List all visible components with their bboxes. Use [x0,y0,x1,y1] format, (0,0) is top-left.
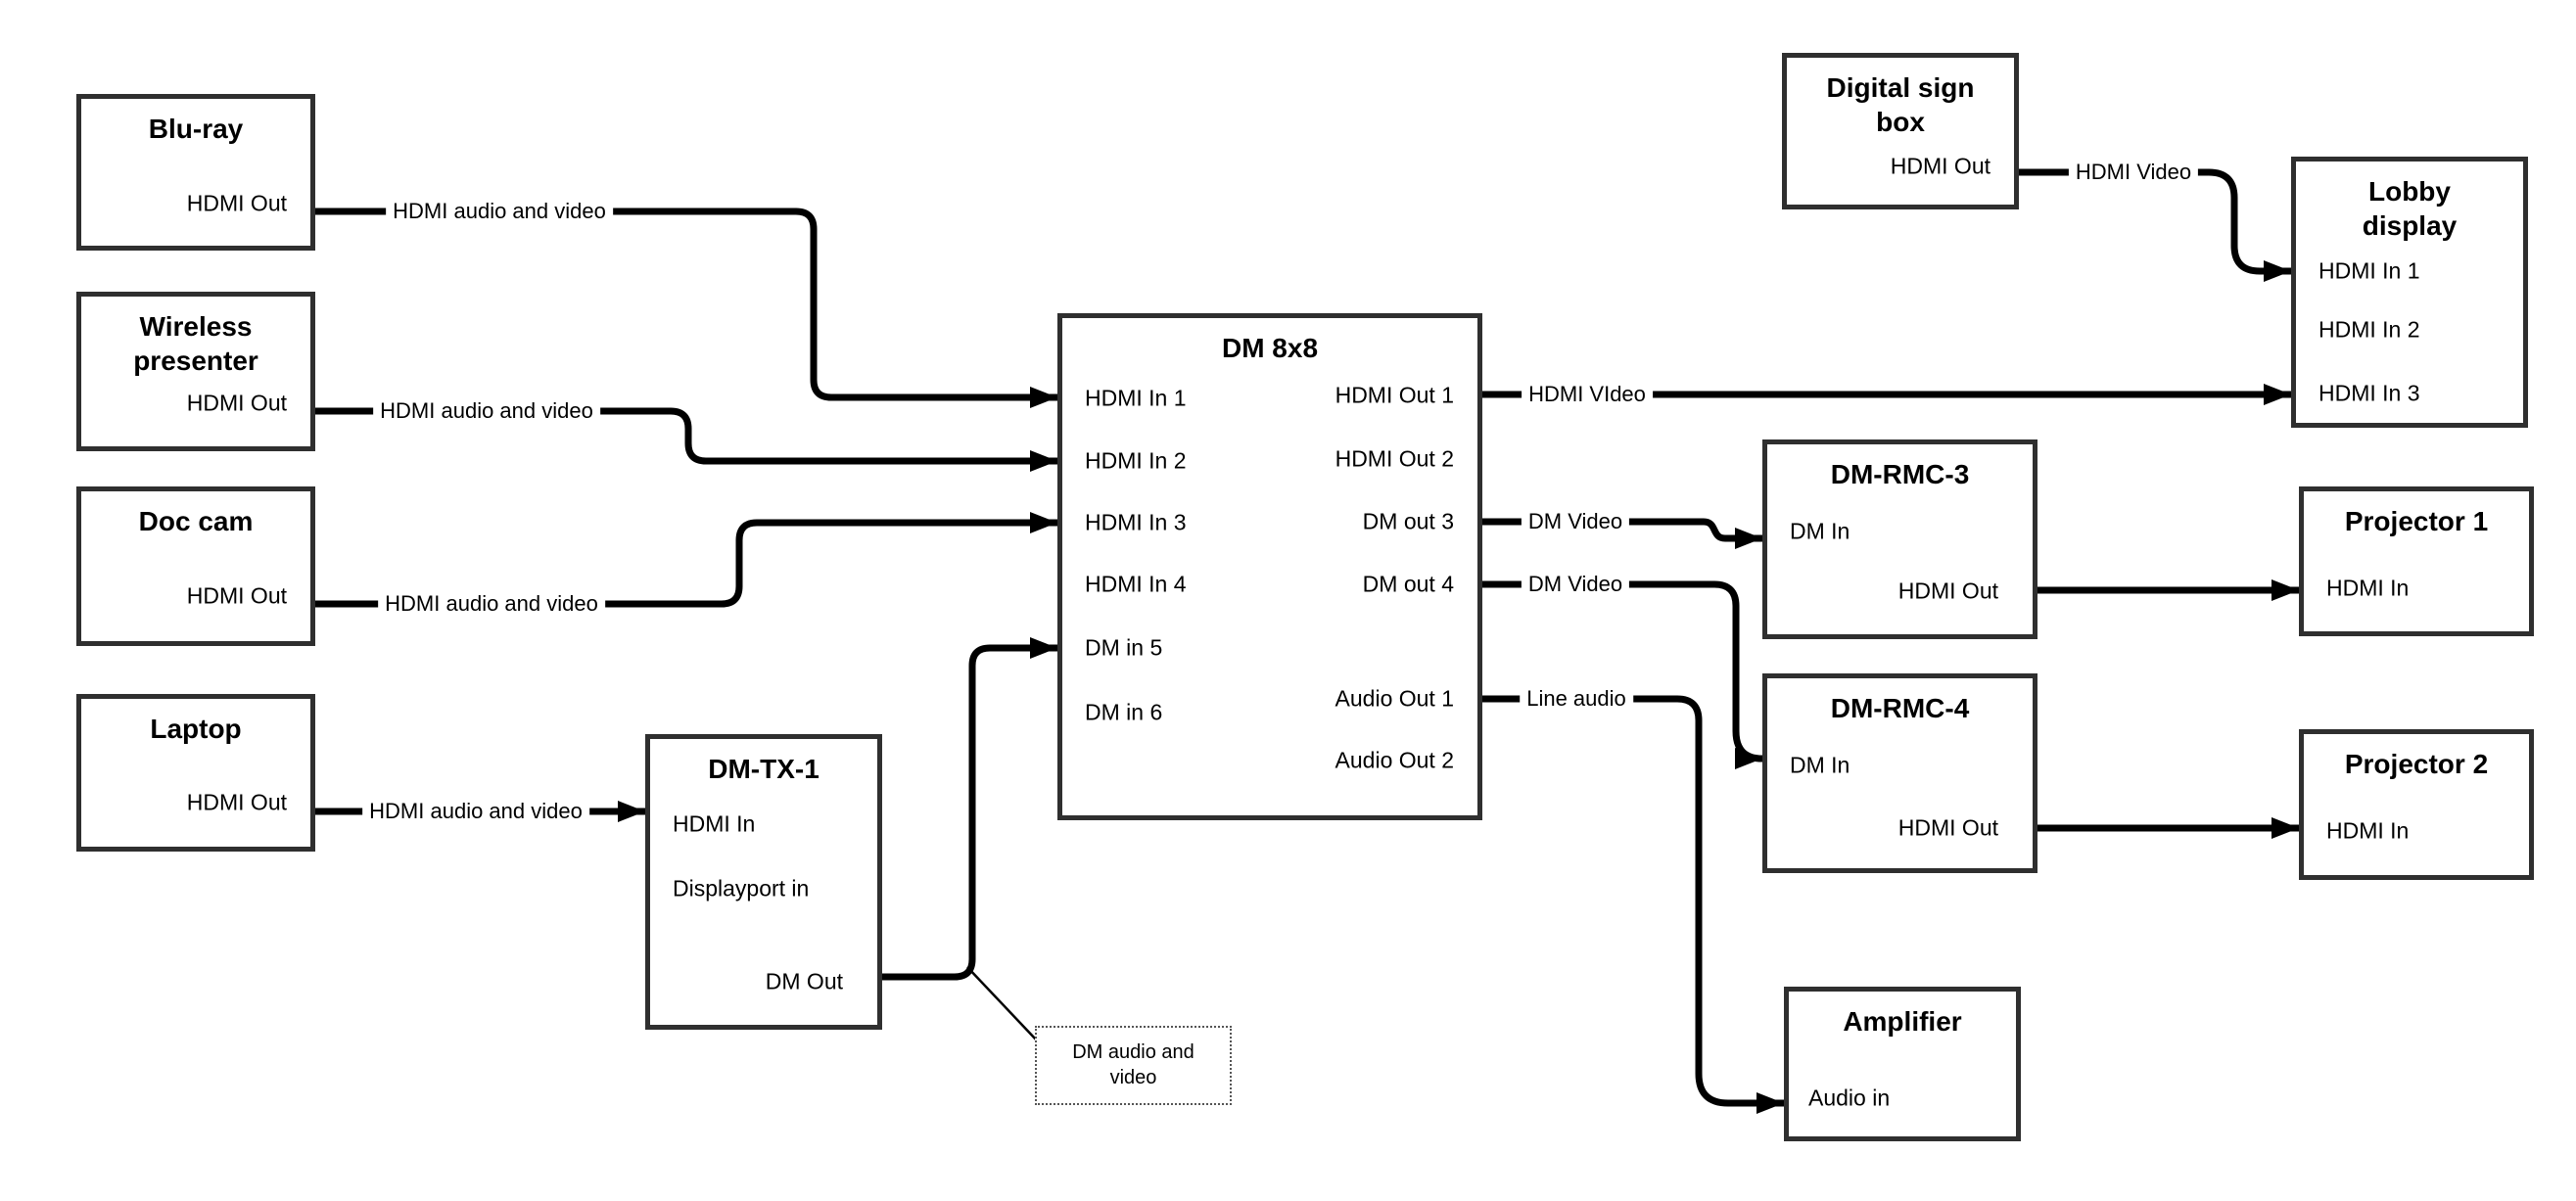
port-dmtx1-dm-out: DM Out [765,968,843,994]
node-dm-rmc-4: DM-RMC-4 DM In HDMI Out [1762,673,2037,873]
node-projector-1-title: Projector 1 [2344,506,2489,536]
node-projector-1: Projector 1 HDMI In [2299,486,2534,636]
port-doccam-hdmi-out: HDMI Out [186,582,287,609]
port-laptop-hdmi-out: HDMI Out [186,789,287,815]
node-dm-rmc-4-title: DM-RMC-4 [1830,693,1970,723]
node-doc-cam-title: Doc cam [138,506,254,536]
connector-digitalsign-to-lobby-in1 [2019,168,2291,282]
node-laptop-title: Laptop [150,714,242,744]
port-digitalsign-hdmi-out: HDMI Out [1890,153,1991,179]
node-projector-2: Projector 2 HDMI In [2299,729,2534,880]
port-lobby-hdmi-in-3: HDMI In 3 [2318,380,2420,406]
port-dm8x8-dm-in-5: DM in 5 [1085,634,1163,661]
wire-label-dm-video-out4: DM Video [1521,572,1630,597]
node-amplifier: Amplifier Audio in [1784,987,2021,1141]
port-projector2-hdmi-in: HDMI In [2326,817,2410,844]
node-lobby-display: Lobby display HDMI In 1 HDMI In 2 HDMI I… [2291,157,2528,428]
port-dm8x8-dm-out-4: DM out 4 [1362,571,1454,597]
wire-label-bluray-hdmi-av: HDMI audio and video [386,199,613,224]
connector-dm8x8-audio1-to-amplifier [1482,695,1784,1114]
node-wireless-presenter-title: Wireless presenter [133,311,258,376]
node-dm-8x8-title: DM 8x8 [1221,333,1319,363]
port-dmtx1-displayport-in: Displayport in [673,875,810,901]
port-lobby-hdmi-in-2: HDMI In 2 [2318,316,2420,343]
wire-label-wireless-hdmi-av: HDMI audio and video [373,398,600,424]
node-dm-rmc-3-title: DM-RMC-3 [1830,459,1970,489]
node-amplifier-title: Amplifier [1843,1006,1962,1037]
port-dmrmc3-hdmi-out: HDMI Out [1897,577,1998,604]
port-dmrmc4-hdmi-out: HDMI Out [1897,814,1998,841]
connector-bluray-to-dm8x8-in1 [315,208,1057,408]
port-dmtx1-hdmi-in: HDMI In [673,810,756,837]
node-bluray: Blu-ray HDMI Out [76,94,315,251]
connector-dm8x8-out3-to-dmrmc3 [1482,518,1762,549]
port-dm8x8-dm-out-3: DM out 3 [1362,508,1454,534]
port-bluray-hdmi-out: HDMI Out [186,190,287,216]
wire-label-digitalsign-hdmi-video: HDMI Video [2068,160,2199,185]
wire-label-doccam-hdmi-av: HDMI audio and video [378,591,605,617]
connector-dmtx1-to-dm8x8-in5 [882,637,1057,981]
port-lobby-hdmi-in-1: HDMI In 1 [2318,257,2420,284]
node-laptop: Laptop HDMI Out [76,694,315,852]
node-wireless-presenter: Wireless presenter HDMI Out [76,292,315,451]
port-dm8x8-hdmi-out-1: HDMI Out 1 [1335,382,1454,408]
annotation-callout-line [966,966,1037,1040]
node-lobby-display-title: Lobby display [2362,176,2458,241]
wire-label-hdmi-video-out1: HDMI VIdeo [1522,382,1653,407]
node-dm-rmc-3: DM-RMC-3 DM In HDMI Out [1762,439,2037,639]
node-digital-sign-title: Digital sign box [1826,72,1975,137]
port-dm8x8-hdmi-in-2: HDMI In 2 [1085,447,1187,474]
port-dm8x8-audio-out-1: Audio Out 1 [1335,685,1454,712]
node-dm-tx-1-title: DM-TX-1 [708,754,820,784]
annotation-dm-audio-video: DM audio and video [1035,1026,1232,1105]
node-dm-8x8: DM 8x8 HDMI In 1 HDMI In 2 HDMI In 3 HDM… [1057,313,1482,820]
port-projector1-hdmi-in: HDMI In [2326,575,2410,601]
port-dm8x8-audio-out-2: Audio Out 2 [1335,747,1454,773]
port-dm8x8-hdmi-in-4: HDMI In 4 [1085,571,1187,597]
wire-label-laptop-hdmi-av: HDMI audio and video [362,799,589,824]
port-dm8x8-hdmi-in-1: HDMI In 1 [1085,385,1187,411]
port-dm8x8-dm-in-6: DM in 6 [1085,699,1163,725]
port-wireless-hdmi-out: HDMI Out [186,390,287,416]
node-projector-2-title: Projector 2 [2344,749,2489,779]
port-dm8x8-hdmi-in-3: HDMI In 3 [1085,509,1187,535]
port-dmrmc4-dm-in: DM In [1790,752,1850,778]
port-dmrmc3-dm-in: DM In [1790,518,1850,544]
port-amplifier-audio-in: Audio in [1808,1085,1891,1111]
node-dm-tx-1: DM-TX-1 HDMI In Displayport in DM Out [645,734,882,1030]
connector-doccam-to-dm8x8-in3 [315,512,1057,608]
port-dm8x8-hdmi-out-2: HDMI Out 2 [1335,445,1454,472]
wire-label-line-audio: Line audio [1520,686,1633,712]
connector-dm8x8-out4-to-dmrmc4 [1482,580,1763,769]
wire-label-dm-video-out3: DM Video [1521,509,1630,534]
node-doc-cam: Doc cam HDMI Out [76,486,315,646]
node-bluray-title: Blu-ray [148,114,244,144]
node-digital-sign-box: Digital sign box HDMI Out [1782,53,2019,209]
connector-wireless-to-dm8x8-in2 [315,407,1057,472]
